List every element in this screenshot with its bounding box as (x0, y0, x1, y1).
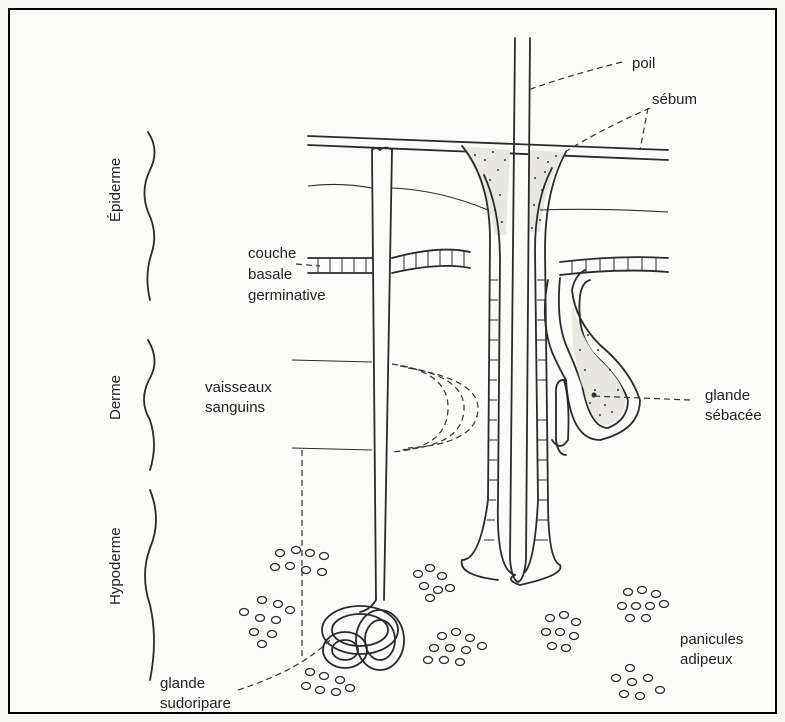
svg-text:adipeux: adipeux (680, 651, 733, 668)
hypodermis-label: Hypoderme (107, 527, 124, 605)
svg-text:sanguins: sanguins (205, 399, 265, 416)
svg-text:germinative: germinative (248, 287, 326, 304)
svg-text:panicules: panicules (680, 631, 743, 648)
hair-label: poil (632, 55, 655, 72)
epidermis-label: Épiderme (107, 158, 124, 222)
svg-text:vaisseaux: vaisseaux (205, 379, 272, 396)
svg-text:basale: basale (248, 266, 292, 283)
svg-text:sudoripare: sudoripare (160, 695, 231, 712)
dermis-label: Derme (107, 375, 124, 420)
svg-text:couche: couche (248, 245, 296, 262)
frame-border (9, 9, 776, 713)
svg-text:glande: glande (705, 387, 750, 404)
sebum-label: sébum (652, 91, 697, 108)
svg-text:sébacée: sébacée (705, 407, 762, 424)
svg-text:glande: glande (160, 675, 205, 692)
